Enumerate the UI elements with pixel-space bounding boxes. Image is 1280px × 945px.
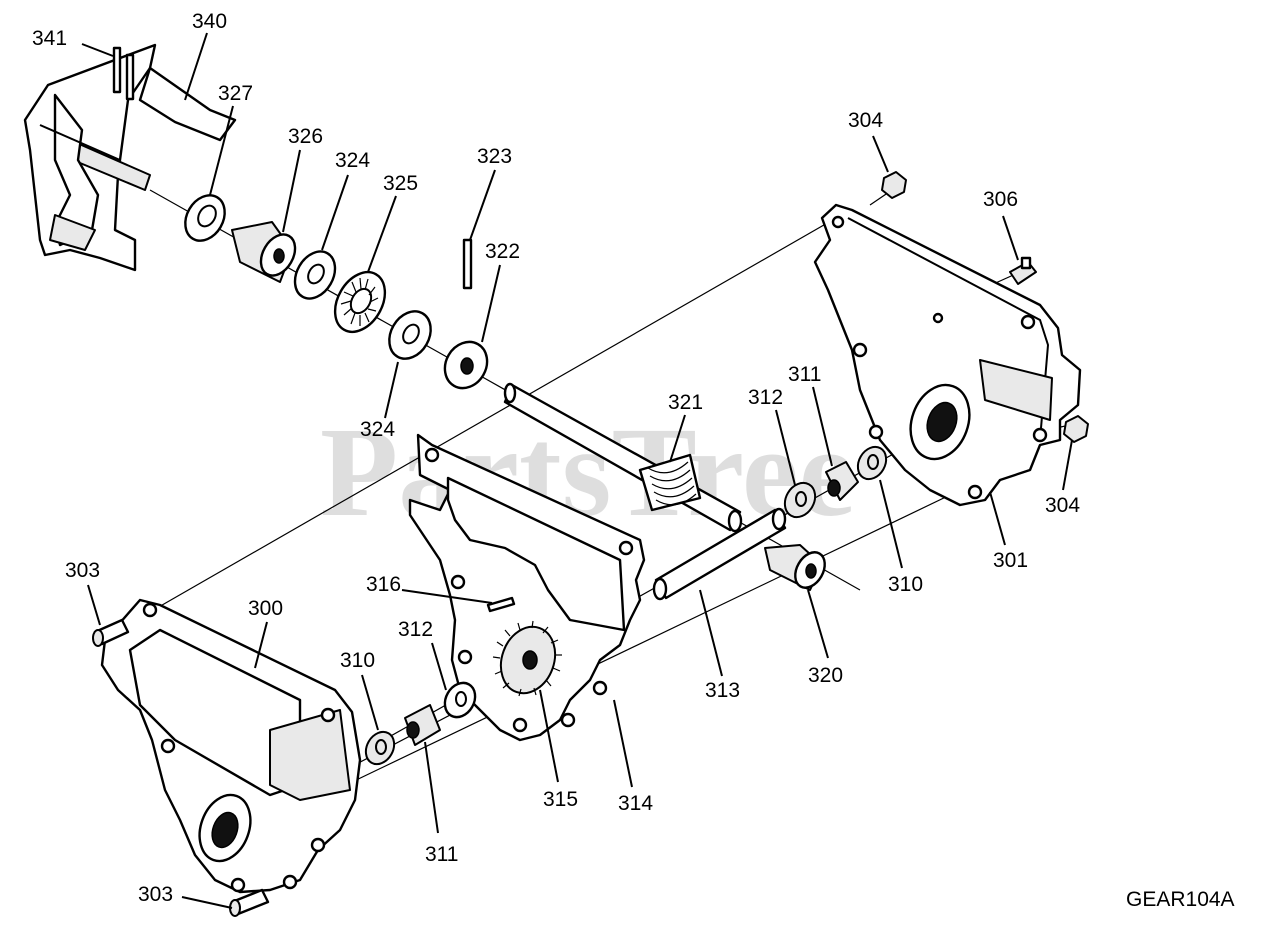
callout-313: 313 (705, 679, 740, 702)
thrust-bearing-part-325 (333, 270, 387, 334)
callout-320: 320 (808, 664, 843, 687)
washer-part-312-right (783, 481, 817, 519)
callout-310: 310 (888, 573, 923, 596)
gear-case-half-part-300 (100, 598, 362, 894)
gear-part-315 (492, 620, 562, 697)
callout-304: 304 (1045, 494, 1080, 517)
washer-part-327 (184, 194, 226, 242)
callout-322: 322 (485, 240, 520, 263)
callout-312: 312 (748, 386, 783, 409)
washer-part-324-lower (388, 310, 432, 360)
bushing-part-326 (231, 221, 297, 283)
callout-303: 303 (138, 883, 173, 906)
bearing-part-311-left (404, 704, 441, 746)
washer-part-324-upper (293, 250, 337, 300)
chute-deflector-part-340 (23, 43, 237, 272)
callout-341: 341 (32, 27, 67, 50)
pin-part-341 (112, 46, 135, 101)
key-part-316 (486, 596, 516, 613)
bushing-part-320 (764, 544, 826, 591)
washer-part-310-left (364, 730, 396, 766)
callout-327: 327 (218, 82, 253, 105)
callout-326: 326 (288, 125, 323, 148)
washer-part-312-left (443, 681, 477, 719)
grease-fitting-part-306 (1009, 256, 1037, 285)
callout-306: 306 (983, 188, 1018, 211)
leader-lines (81, 32, 1073, 909)
nut-part-304-lower (1063, 415, 1089, 443)
callout-315: 315 (543, 788, 578, 811)
callout-316: 316 (366, 573, 401, 596)
washer-part-310-right (856, 445, 888, 481)
callout-323: 323 (477, 145, 512, 168)
callout-303: 303 (65, 559, 100, 582)
gasket-part-314 (408, 433, 646, 742)
shaft-part-313 (652, 507, 787, 601)
drawing-code: GEAR104A (1126, 888, 1235, 911)
callout-325: 325 (383, 172, 418, 195)
callout-321: 321 (668, 391, 703, 414)
callout-324: 324 (335, 149, 370, 172)
callout-310: 310 (340, 649, 375, 672)
nut-part-304-upper (881, 171, 907, 199)
gear-case-half-part-301 (813, 203, 1082, 507)
callout-314: 314 (618, 792, 653, 815)
callout-324: 324 (360, 418, 395, 441)
collar-part-322 (443, 340, 489, 390)
worm-shaft-part-321 (503, 382, 743, 533)
callout-311: 311 (788, 363, 821, 386)
bearing-part-311-right (825, 461, 859, 501)
callout-340: 340 (192, 10, 227, 33)
callout-304: 304 (848, 109, 883, 132)
callout-311: 311 (425, 843, 458, 866)
callout-labels: 341 340 327 326 324 325 323 322 324 304 … (32, 10, 1080, 906)
callout-300: 300 (248, 597, 283, 620)
callout-312: 312 (398, 618, 433, 641)
screw-part-303-lower (229, 888, 270, 917)
callout-301: 301 (993, 549, 1028, 572)
roll-pin-part-323 (462, 238, 473, 290)
screw-part-303-upper (92, 618, 130, 647)
